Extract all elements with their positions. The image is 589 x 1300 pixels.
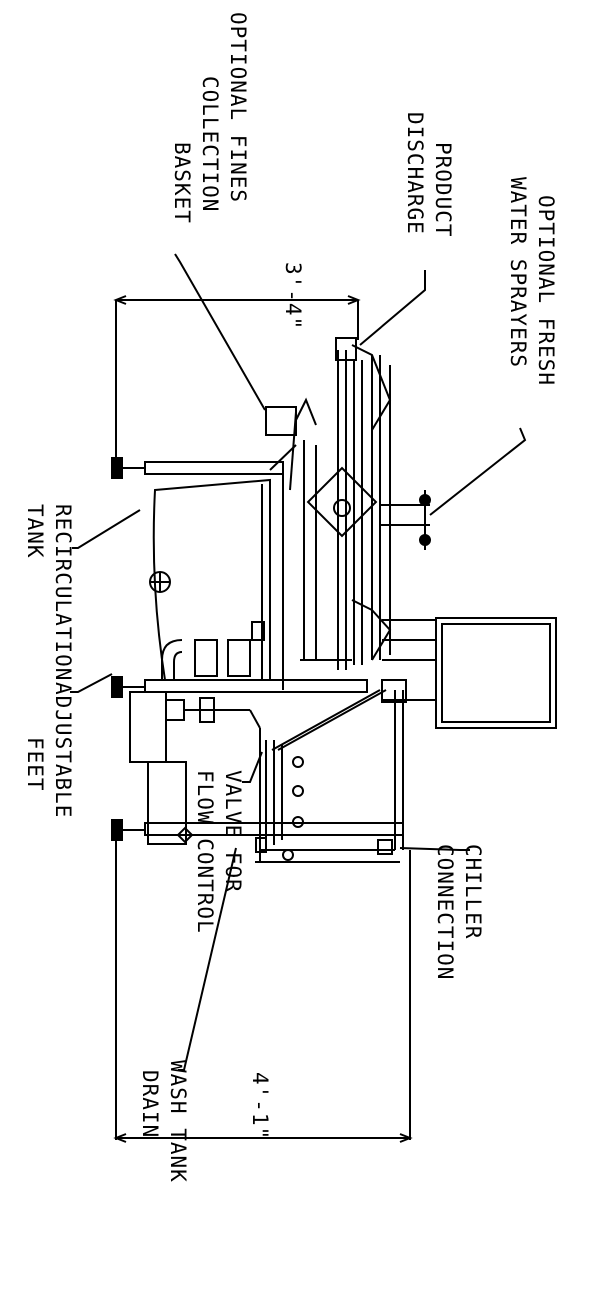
dimension-4-1 xyxy=(113,828,413,1143)
leader-lines xyxy=(70,253,527,1071)
label-wash-tank-drain-line2: DRAIN xyxy=(138,1070,162,1139)
label-product-discharge-line2: DISCHARGE xyxy=(403,112,427,235)
label-recirculation-line2: TANK xyxy=(23,504,47,559)
label-recirculation-line1: RECIRCULATION xyxy=(51,504,75,682)
dimension-lower-label: 4'-1" xyxy=(248,1072,272,1141)
conveyor xyxy=(265,337,431,670)
pump-motor xyxy=(129,691,261,848)
dimension-upper-label: 3'-4" xyxy=(281,262,305,331)
label-optional-fines-line3: BASKET xyxy=(170,142,194,224)
frame xyxy=(144,461,404,863)
label-adjustable-feet-line2: FEET xyxy=(23,737,47,792)
adjustable-feet xyxy=(111,457,145,841)
label-valve-line1: VALVE FOR xyxy=(221,770,245,893)
chiller-unit xyxy=(381,617,557,729)
label-chiller-line1: CHILLER xyxy=(461,844,485,940)
label-adjustable-feet-line1: ADJUSTABLE xyxy=(51,682,75,819)
label-optional-fines-line2: COLLECTION xyxy=(198,76,222,213)
dimension-3-4 xyxy=(113,295,361,465)
wash-tank xyxy=(255,689,393,861)
recirculation-tank xyxy=(149,478,271,681)
label-product-discharge-line1: PRODUCT xyxy=(431,142,455,238)
label-wash-tank-drain-line1: WASH TANK xyxy=(166,1060,190,1183)
label-optional-fines-line1: OPTIONAL FINES xyxy=(226,12,250,204)
label-optional-fresh-line2: WATER SPRAYERS xyxy=(506,177,530,369)
label-chiller-line2: CONNECTION xyxy=(433,844,457,981)
label-optional-fresh-line1: OPTIONAL FRESH xyxy=(534,195,558,387)
label-valve-line2: FLOW CONTROL xyxy=(193,770,217,934)
